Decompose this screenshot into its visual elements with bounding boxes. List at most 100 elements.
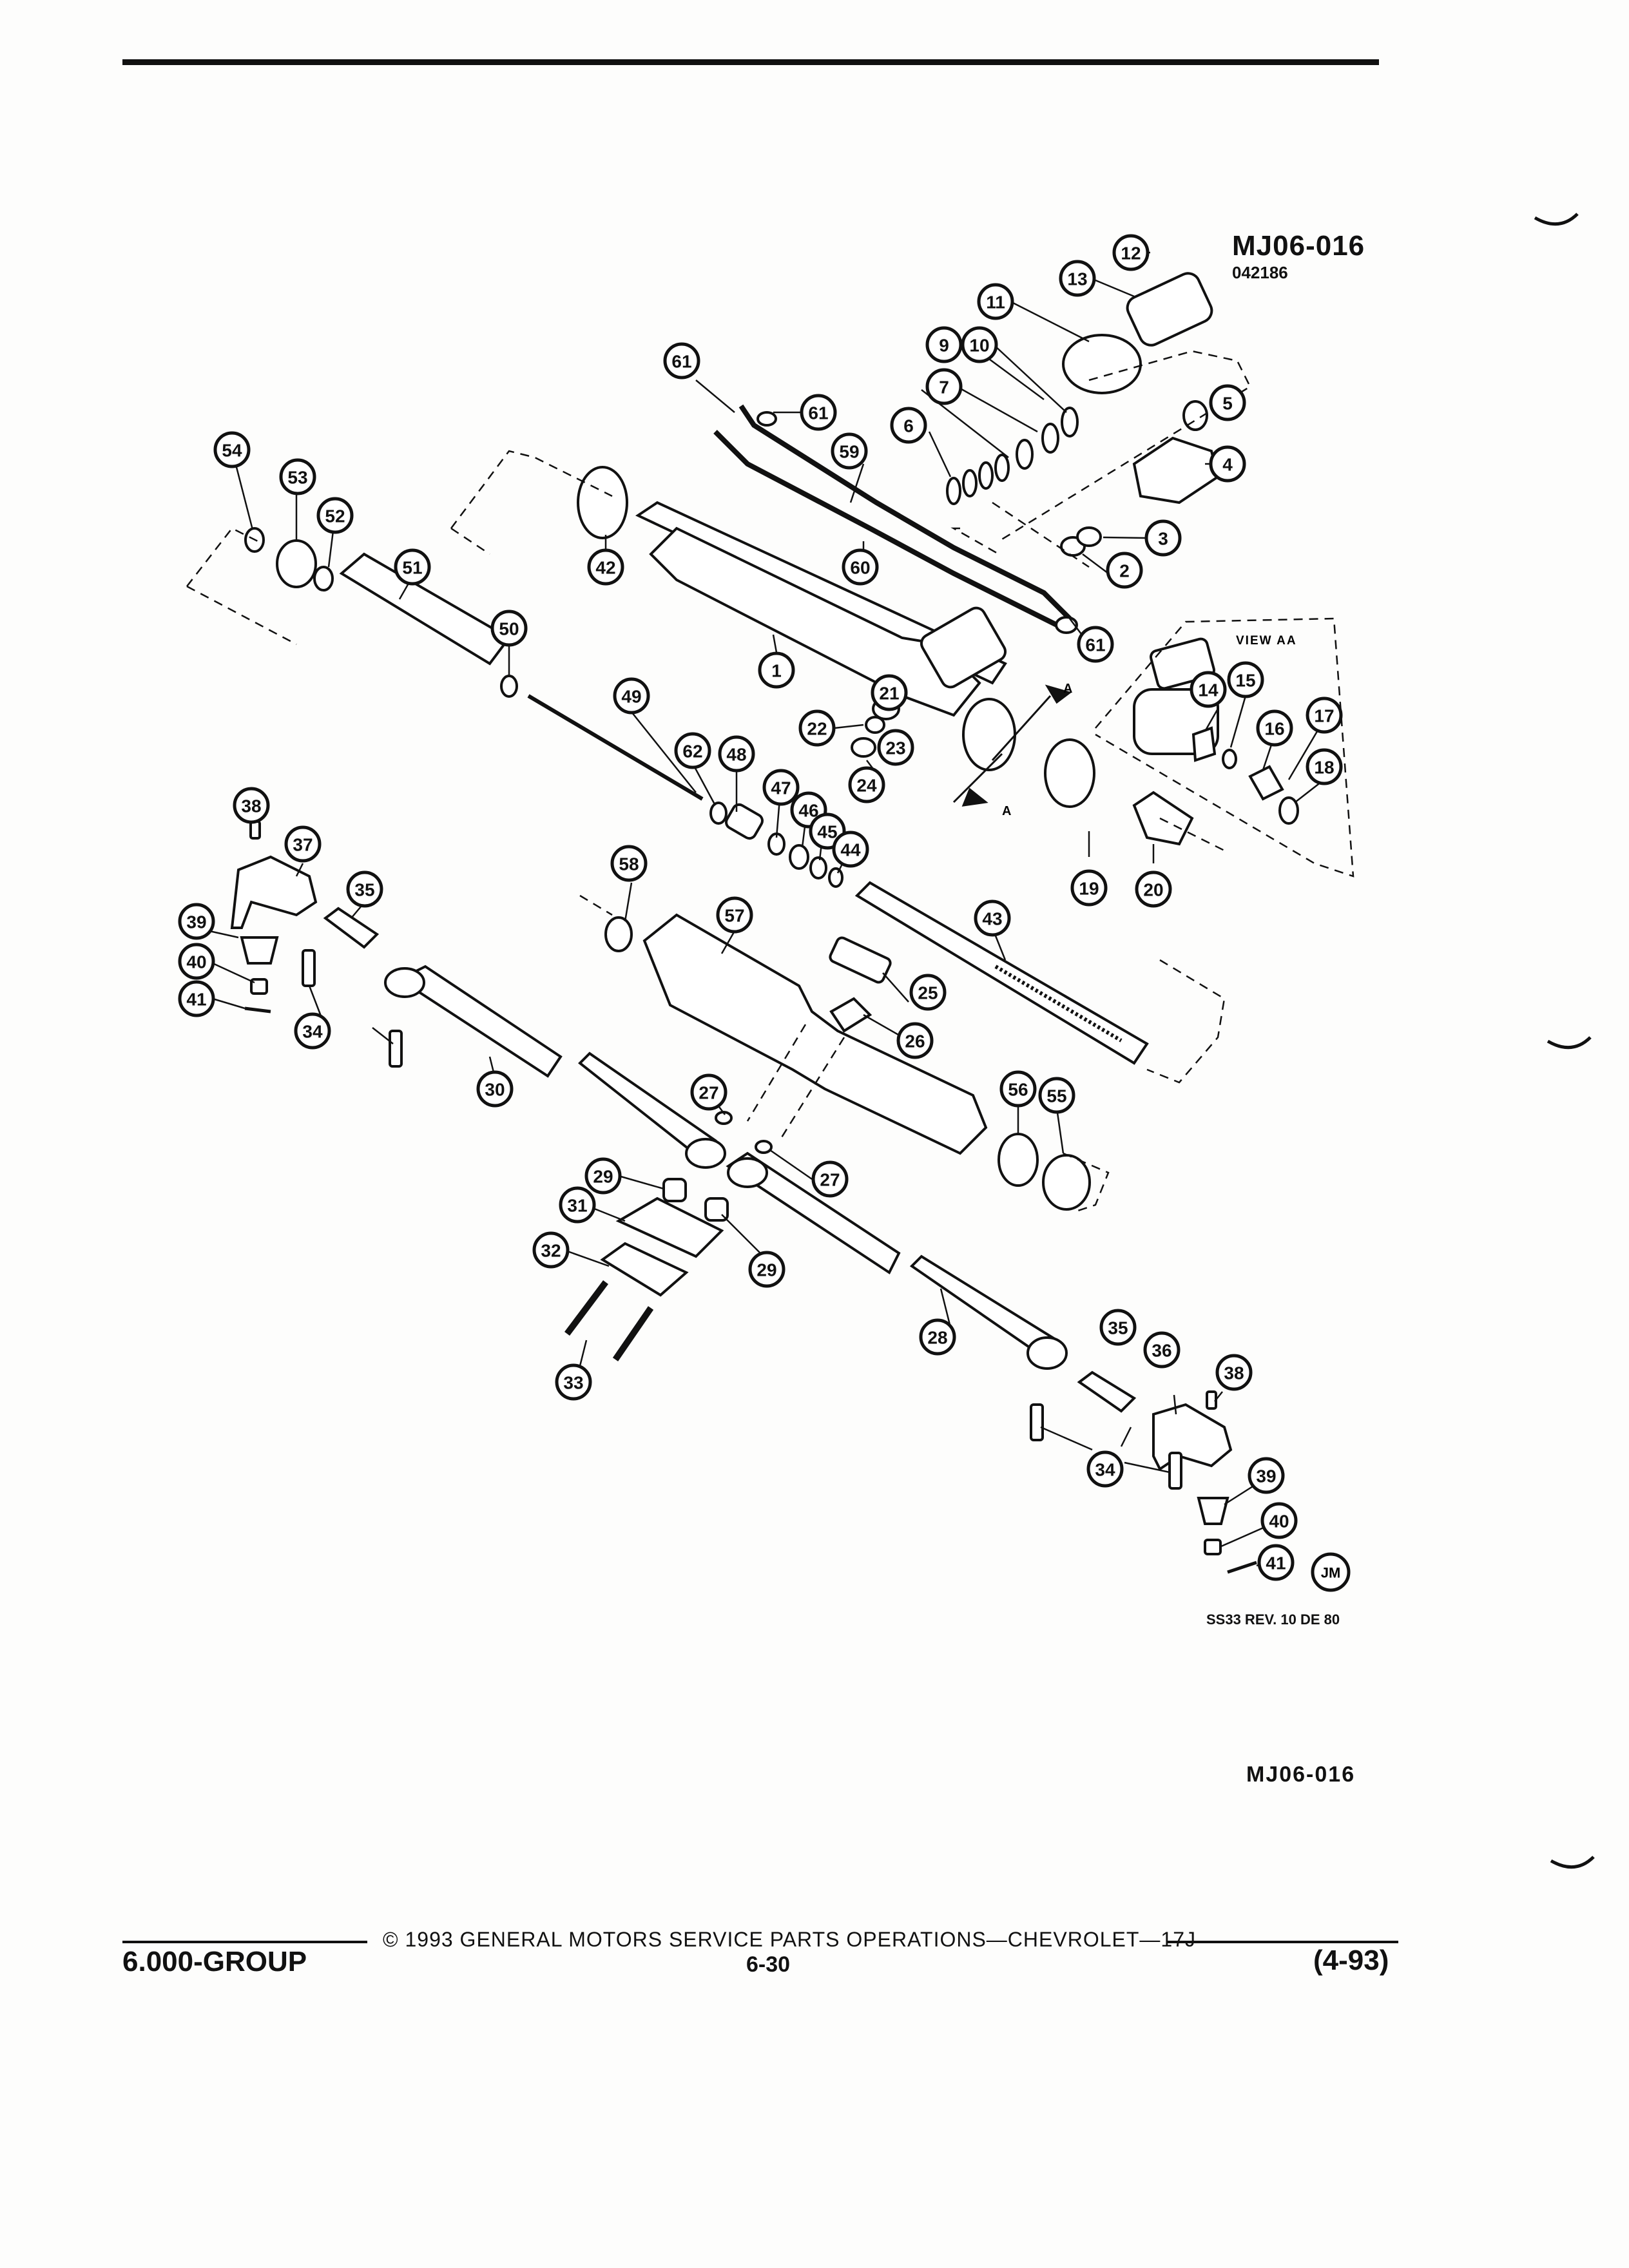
grease-fitting-right bbox=[1206, 1390, 1217, 1410]
revision-note: SS33 REV. 10 DE 80 bbox=[1206, 1611, 1340, 1628]
callout-23-text: 23 bbox=[885, 738, 905, 758]
callout-41: 41 bbox=[178, 980, 215, 1017]
ring-44 bbox=[828, 867, 843, 888]
callout-6: 6 bbox=[890, 407, 927, 444]
callout-21-text: 21 bbox=[879, 684, 899, 704]
section-arrows-a bbox=[952, 684, 1072, 807]
callout-4: 4 bbox=[1209, 445, 1246, 483]
bushing-29-left bbox=[662, 1178, 687, 1202]
hydraulic-line-lower bbox=[713, 430, 1058, 628]
callout-38-text: 38 bbox=[241, 796, 261, 816]
callout-58: 58 bbox=[610, 845, 648, 882]
pinion-valve bbox=[1132, 436, 1220, 505]
page-number: 6-30 bbox=[746, 1952, 791, 1977]
callout-34-text: 34 bbox=[302, 1022, 323, 1042]
callout-27-text: 27 bbox=[699, 1083, 718, 1103]
callout-49: 49 bbox=[613, 677, 650, 715]
seal-ring-stack bbox=[946, 407, 1079, 505]
figure-date: 042186 bbox=[1232, 263, 1288, 282]
inner-tie-rod-right bbox=[726, 1151, 901, 1274]
callout-18-text: 18 bbox=[1314, 758, 1334, 778]
pinion-shaft-end bbox=[1182, 400, 1208, 431]
callout-36-text: 36 bbox=[1152, 1341, 1171, 1361]
callout-39-text: 39 bbox=[186, 912, 206, 932]
footer-rule-right bbox=[1166, 1941, 1398, 1943]
callout-7-text: 7 bbox=[939, 378, 949, 398]
callout-27-text: 27 bbox=[820, 1170, 840, 1190]
dashed-outlines bbox=[186, 350, 1354, 1213]
view-aa-spring-16 bbox=[1248, 765, 1284, 801]
fitting-61-upper bbox=[757, 411, 777, 427]
callout-22: 22 bbox=[798, 709, 836, 747]
callout-35-text: 35 bbox=[1108, 1318, 1128, 1338]
rack-housing-body bbox=[649, 526, 981, 717]
clamp-bolt-right bbox=[1030, 1403, 1044, 1441]
callout-50: 50 bbox=[490, 610, 528, 647]
callout-6-text: 6 bbox=[903, 416, 914, 436]
callout-4-text: 4 bbox=[1222, 455, 1233, 475]
callout-1: 1 bbox=[758, 651, 795, 689]
part-24 bbox=[851, 737, 876, 758]
callout-60: 60 bbox=[842, 548, 879, 586]
callout-56: 56 bbox=[999, 1070, 1037, 1108]
callout-56-text: 56 bbox=[1008, 1080, 1028, 1100]
callout-38-text: 38 bbox=[1224, 1363, 1244, 1383]
callout-51: 51 bbox=[394, 548, 431, 586]
callout-30-text: 30 bbox=[485, 1080, 505, 1100]
callout-14: 14 bbox=[1190, 671, 1227, 708]
callout-61-text: 61 bbox=[1085, 635, 1105, 655]
bushing-48 bbox=[725, 803, 764, 840]
callout-35: 35 bbox=[346, 870, 383, 908]
callout-54-text: 54 bbox=[222, 441, 242, 461]
callout-24-text: 24 bbox=[856, 776, 877, 796]
binder-hole-mark-bottom bbox=[1550, 1856, 1595, 1869]
callout-39: 39 bbox=[1248, 1457, 1285, 1494]
castle-nut-right bbox=[1204, 1539, 1222, 1555]
callout-16-text: 16 bbox=[1264, 719, 1284, 739]
clamp-bolt-left bbox=[302, 949, 316, 987]
washer-27-lower bbox=[755, 1140, 773, 1154]
callout-37-text: 37 bbox=[293, 835, 313, 855]
group-number: 6.000-GROUP bbox=[122, 1946, 307, 1977]
brand-mark-text: JM bbox=[1321, 1565, 1341, 1581]
steering-boot bbox=[642, 913, 988, 1155]
callout-36: 36 bbox=[1143, 1331, 1181, 1369]
hydraulic-line-upper bbox=[738, 404, 1072, 620]
ball-stud-boot-right bbox=[1197, 1497, 1229, 1525]
callout-43-text: 43 bbox=[982, 909, 1002, 929]
callout-44: 44 bbox=[832, 831, 869, 868]
callout-42-text: 42 bbox=[595, 558, 615, 578]
outer-tie-rod-end-right bbox=[1152, 1403, 1233, 1471]
figure-caption: MJ06-016 bbox=[1246, 1762, 1356, 1787]
callout-26: 26 bbox=[896, 1022, 934, 1059]
callout-27: 27 bbox=[690, 1073, 728, 1111]
callout-12: 12 bbox=[1112, 234, 1150, 271]
callout-59-text: 59 bbox=[839, 442, 859, 462]
bolt-33-left bbox=[564, 1280, 608, 1336]
adjuster-sleeve-right bbox=[1077, 1370, 1137, 1413]
callout-45-text: 45 bbox=[817, 822, 837, 842]
callout-62-text: 62 bbox=[682, 742, 702, 762]
callout-1-text: 1 bbox=[771, 661, 782, 681]
boot-clamp-58 bbox=[604, 916, 633, 952]
callout-27: 27 bbox=[811, 1160, 849, 1198]
callout-28-text: 28 bbox=[927, 1328, 947, 1348]
callout-58-text: 58 bbox=[619, 854, 639, 874]
binder-hole-mark-top bbox=[1534, 213, 1579, 226]
callout-37: 37 bbox=[284, 825, 322, 863]
adjuster-plug bbox=[1126, 272, 1213, 347]
callout-10-text: 10 bbox=[969, 336, 989, 356]
callout-32-text: 32 bbox=[541, 1241, 561, 1261]
bolt-33-right bbox=[612, 1306, 654, 1361]
callout-32: 32 bbox=[532, 1231, 570, 1269]
callout-53-text: 53 bbox=[287, 468, 307, 488]
ball-stud-boot-left bbox=[240, 936, 279, 965]
callout-26-text: 26 bbox=[905, 1032, 925, 1052]
cotter-pin-left bbox=[244, 1006, 271, 1014]
callout-2: 2 bbox=[1106, 552, 1143, 589]
callout-34: 34 bbox=[294, 1012, 331, 1050]
callout-43: 43 bbox=[974, 899, 1011, 937]
callout-55: 55 bbox=[1038, 1077, 1075, 1114]
mount-bushing-right bbox=[1044, 738, 1095, 808]
